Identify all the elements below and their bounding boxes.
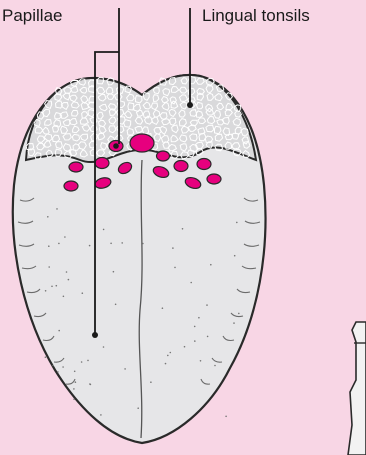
- stipple-dot: [142, 243, 144, 245]
- stipple-dot: [89, 245, 91, 247]
- stipple-dot: [73, 388, 75, 390]
- stipple-dot: [214, 365, 216, 367]
- stipple-dot: [234, 255, 236, 257]
- stipple-dot: [87, 360, 89, 362]
- stipple-dot: [47, 216, 49, 218]
- stipple-dot: [103, 346, 105, 348]
- stipple-dot: [236, 222, 238, 224]
- stipple-dot: [165, 363, 167, 365]
- stipple-dot: [137, 407, 139, 409]
- stipple-dot: [63, 296, 65, 298]
- stipple-dot: [45, 290, 47, 292]
- stipple-dot: [62, 366, 64, 368]
- stipple-dot: [45, 356, 47, 358]
- stipple-dot: [51, 286, 53, 288]
- stipple-dot: [200, 360, 202, 362]
- stipple-dot: [121, 242, 123, 244]
- papilla: [69, 162, 83, 172]
- papilla: [95, 158, 109, 169]
- stipple-dot: [48, 266, 50, 268]
- papilla: [207, 174, 221, 184]
- lingual-tonsils-label: Lingual tonsils: [202, 6, 310, 26]
- stipple-dot: [194, 340, 196, 342]
- papilla-pointer-dot: [113, 143, 119, 149]
- stipple-dot: [170, 352, 172, 354]
- stipple-dot: [74, 371, 76, 373]
- stipple-dot: [89, 383, 91, 385]
- papilla: [197, 159, 211, 170]
- stipple-dot: [194, 326, 196, 328]
- stipple-dot: [81, 361, 83, 363]
- stipple-dot: [110, 243, 112, 245]
- stipple-dot: [56, 285, 58, 287]
- stipple-dot: [207, 336, 209, 338]
- stipple-dot: [56, 208, 58, 210]
- stipple-dot: [162, 307, 164, 309]
- stipple-dot: [82, 292, 84, 294]
- stipple-dot: [233, 322, 235, 324]
- stipple-dot: [150, 381, 152, 383]
- stipple-dot: [64, 236, 66, 238]
- papilla: [64, 181, 78, 191]
- stipple-dot: [238, 313, 240, 315]
- stipple-dot: [58, 243, 60, 245]
- stipple-dot: [210, 264, 212, 266]
- stipple-dot: [115, 304, 117, 306]
- papilla: [157, 151, 170, 161]
- stipple-dot: [58, 330, 60, 332]
- stipple-dot: [182, 228, 184, 230]
- stipple-dot: [52, 365, 54, 367]
- stipple-dot: [184, 346, 186, 348]
- stipple-dot: [225, 416, 227, 418]
- stipple-dot: [100, 414, 102, 416]
- stipple-dot: [172, 247, 174, 249]
- stipple-dot: [68, 279, 70, 281]
- tongue-pointer-dot: [92, 332, 98, 338]
- stipple-dot: [167, 355, 169, 357]
- stipple-dot: [73, 399, 75, 401]
- papillae-label: Papillae: [2, 6, 63, 26]
- adjacent-figure-edge: [348, 322, 366, 455]
- stipple-dot: [113, 271, 115, 273]
- stipple-dot: [57, 371, 59, 373]
- stipple-dot: [198, 317, 200, 319]
- stipple-dot: [66, 271, 68, 273]
- stipple-dot: [174, 267, 176, 269]
- stipple-dot: [190, 282, 192, 284]
- papilla: [130, 134, 154, 152]
- stipple-dot: [124, 368, 126, 370]
- tonsil-pointer-dot: [187, 102, 193, 108]
- stipple-dot: [103, 229, 105, 231]
- stipple-dot: [206, 304, 208, 306]
- papilla: [174, 161, 188, 172]
- stipple-dot: [75, 381, 77, 383]
- stipple-dot: [48, 245, 50, 247]
